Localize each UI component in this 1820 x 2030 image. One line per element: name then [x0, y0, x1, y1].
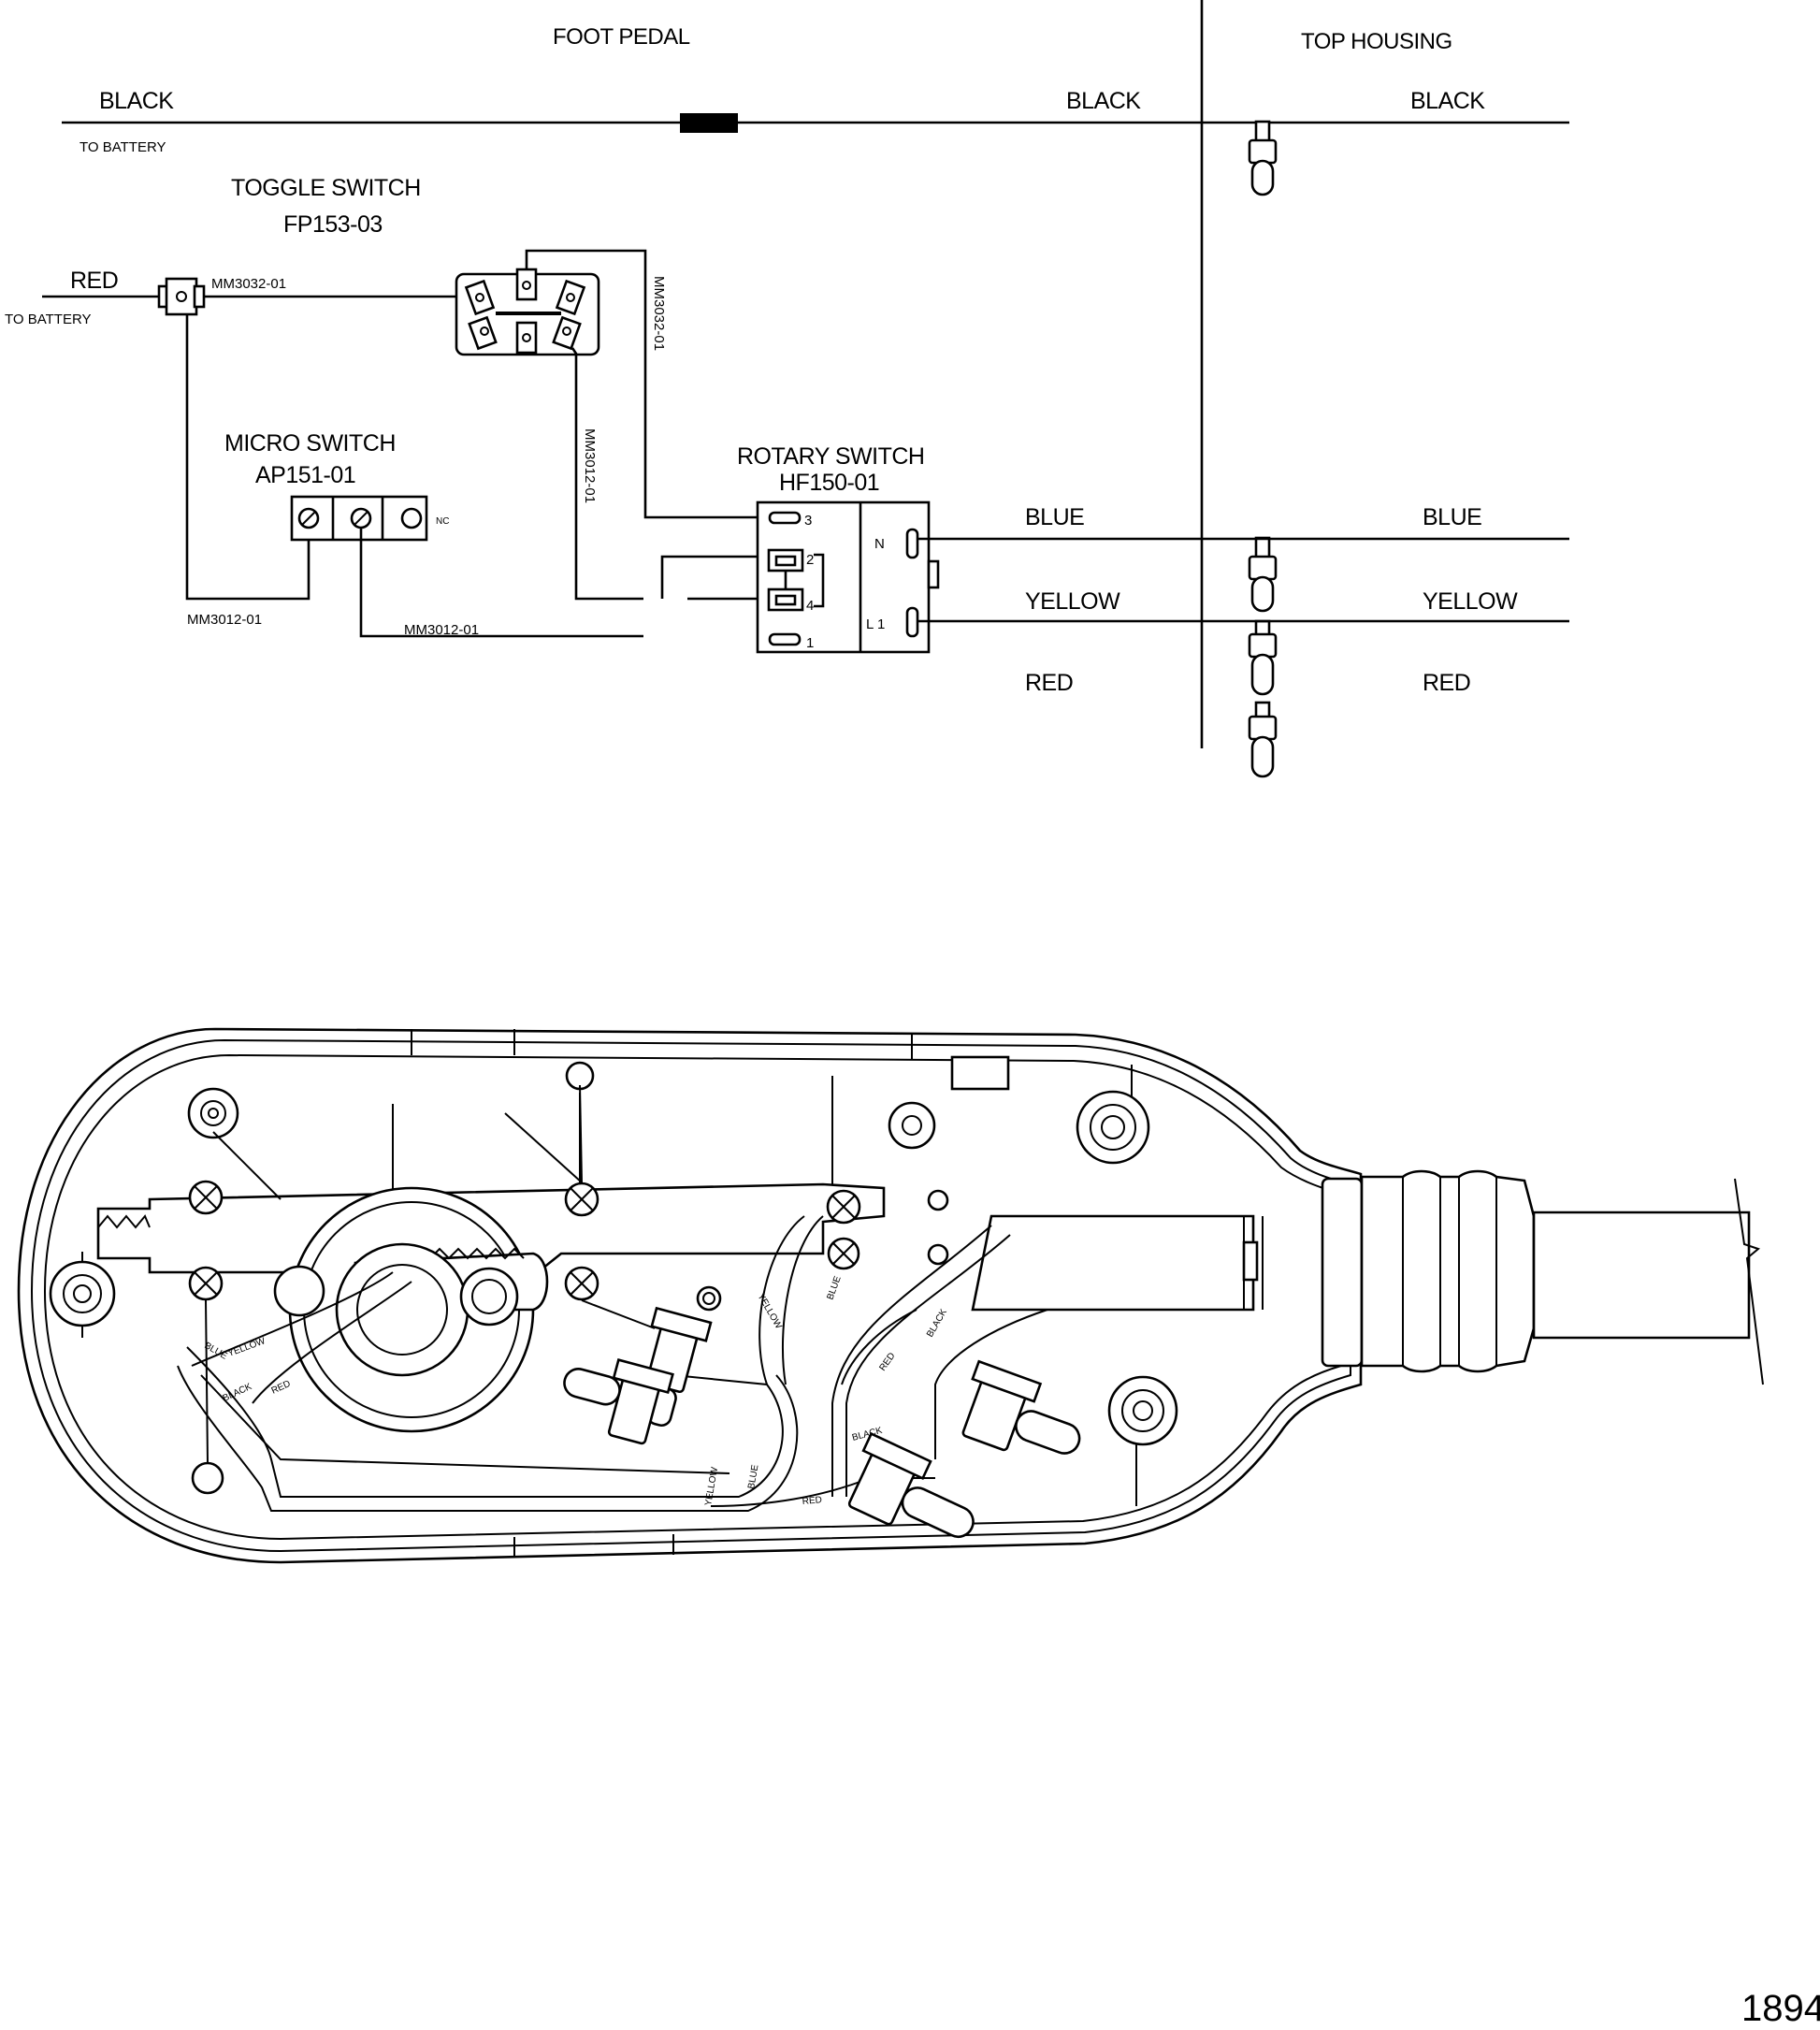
- black-wire-label-right: BLACK: [1410, 88, 1485, 114]
- wire-toggle-to-rotary-3: [525, 249, 759, 519]
- blue-wire-label-right: BLUE: [1423, 504, 1481, 530]
- red-battery-wire: RED TO BATTERY MM3032-01 MM3012-01: [5, 268, 458, 628]
- pin-n-label: N: [874, 536, 885, 552]
- red-wire-label: RED: [70, 268, 118, 294]
- housing-drawing: BLUE YELLOW BLACK RED YELLOW BLUE RED BL…: [17, 1027, 1764, 1564]
- wire-code-mm3032-h: MM3032-01: [211, 276, 286, 292]
- label-tab: [950, 1055, 1010, 1091]
- yellow-wire-label-mid: YELLOW: [1025, 588, 1120, 615]
- red-output-wire: [660, 555, 759, 599]
- housing-label-blue-2: BLUE: [825, 1274, 843, 1301]
- housing-outline-outer: [17, 1027, 1363, 1564]
- housing-connectors: [563, 1306, 1081, 1539]
- to-battery-label: TO BATTERY: [79, 139, 166, 155]
- red-wire-label-right: RED: [1423, 670, 1470, 696]
- nc-label: NC: [436, 516, 449, 527]
- yellow-wire-label-right: YELLOW: [1423, 588, 1518, 615]
- connector-plug-yellow: [1248, 619, 1278, 696]
- wire-code-mm3032-v: MM3032-01: [651, 276, 667, 351]
- inline-fuse: [680, 113, 738, 133]
- pin-2-label: 2: [806, 552, 814, 568]
- housing-label-blue-3: BLUE: [746, 1464, 760, 1490]
- mounting-bosses: [49, 1061, 1178, 1495]
- housing-outline-inner: [30, 1038, 1351, 1553]
- figure-number: 1894: [1741, 1988, 1820, 2029]
- black-wire-label-mid: BLACK: [1066, 88, 1141, 114]
- pin-1-label: 1: [806, 635, 814, 651]
- housing-label-yellow: YELLOW: [226, 1336, 267, 1359]
- wire-code-mm3012-v: MM3012-01: [582, 428, 598, 503]
- pin-l1-label: L 1: [866, 616, 885, 632]
- blue-wire-label-mid: BLUE: [1025, 504, 1084, 530]
- internal-wiring: [177, 1215, 1048, 1512]
- black-wire-label-left: BLACK: [99, 88, 174, 114]
- wire-code-mm3012-b: MM3012-01: [404, 622, 479, 638]
- rotary-switch: ROTARY SWITCH HF150-01 3 2 4 1 N L 1: [737, 443, 940, 654]
- connector-plug-red: [1248, 701, 1278, 778]
- housing-label-red-3: RED: [802, 1495, 822, 1507]
- micro-switch-title: MICRO SWITCH: [224, 430, 396, 457]
- toggle-switch-part: FP153-03: [283, 211, 383, 238]
- wire-code-mm3012-a: MM3012-01: [187, 612, 262, 628]
- rotary-switch-title: ROTARY SWITCH: [737, 443, 924, 470]
- pin-3-label: 3: [804, 513, 812, 529]
- gear-assembly: [273, 1186, 549, 1433]
- toggle-switch-title: TOGGLE SWITCH: [231, 175, 421, 201]
- red-wire-label-mid: RED: [1025, 670, 1073, 696]
- housing-label-black-2: BLACK: [925, 1307, 949, 1339]
- top-housing-label: TOP HOUSING: [1301, 29, 1452, 54]
- micro-switch: MICRO SWITCH AP151-01 NC: [224, 430, 449, 542]
- cable-and-boot: [971, 1169, 1764, 1385]
- black-wire: BLACK TO BATTERY BLACK BLACK: [62, 88, 1569, 155]
- micro-switch-part: AP151-01: [255, 462, 355, 488]
- rotary-switch-part: HF150-01: [779, 470, 879, 496]
- connector-plug-blue: [1248, 536, 1278, 613]
- wire-toggle-to-rotary-4: [571, 347, 643, 601]
- housing-label-black: BLACK: [222, 1382, 254, 1404]
- toggle-switch: TOGGLE SWITCH FP153-03: [231, 175, 600, 356]
- housing-label-red-2: RED: [877, 1351, 897, 1373]
- pin-4-label: 4: [806, 598, 814, 614]
- connector-plug-black: [1248, 120, 1278, 196]
- wire-micro-to-rotary-1: [359, 528, 643, 638]
- foot-pedal-label: FOOT PEDAL: [553, 24, 690, 50]
- to-battery-label-2: TO BATTERY: [5, 312, 92, 327]
- schematic: FOOT PEDAL TOP HOUSING BLACK TO BATTERY …: [5, 0, 1569, 778]
